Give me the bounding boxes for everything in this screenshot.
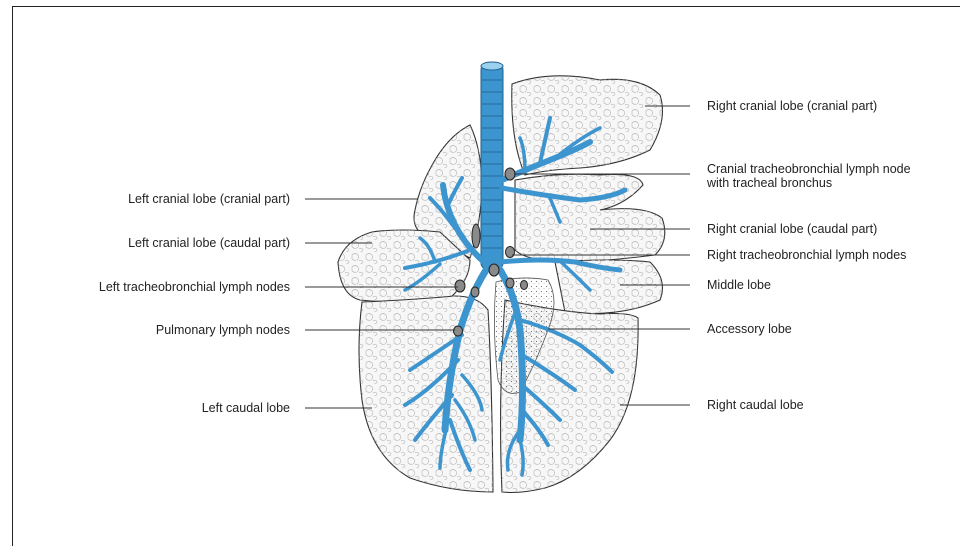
- trachea: [481, 62, 503, 269]
- left-caudal-lobe: [359, 296, 493, 492]
- labels-left: Left cranial lobe (cranial part) Left cr…: [99, 192, 290, 415]
- label-right-cranial-lobe-caudal-part: Right cranial lobe (caudal part): [707, 222, 877, 236]
- right-tracheobronchial-node-2: [506, 278, 514, 288]
- label-accessory-lobe: Accessory lobe: [707, 322, 792, 336]
- label-left-tracheobronchial-lymph-nodes: Left tracheobronchial lymph nodes: [99, 280, 290, 294]
- left-tracheobronchial-node-2: [471, 287, 479, 297]
- right-tracheobronchial-node-3: [521, 281, 528, 290]
- right-cranial-lobe-cranial-part: [512, 76, 663, 175]
- right-tracheobronchial-node: [506, 247, 515, 258]
- label-right-caudal-lobe: Right caudal lobe: [707, 398, 804, 412]
- left-tracheobronchial-node-1: [455, 280, 465, 292]
- bifurcation-node: [489, 264, 499, 276]
- label-cranial-tracheobronchial-line2: with tracheal bronchus: [706, 176, 832, 190]
- cranial-tracheobronchial-node: [505, 168, 515, 180]
- label-right-tracheobronchial-lymph-nodes: Right tracheobronchial lymph nodes: [707, 248, 906, 262]
- label-left-cranial-lobe-caudal-part: Left cranial lobe (caudal part): [128, 236, 290, 250]
- labels-right: Right cranial lobe (cranial part) Crania…: [706, 99, 911, 412]
- label-middle-lobe: Middle lobe: [707, 278, 771, 292]
- pulmonary-lymph-node: [454, 326, 463, 336]
- tracheal-node: [472, 224, 480, 248]
- label-right-cranial-lobe-cranial-part: Right cranial lobe (cranial part): [707, 99, 877, 113]
- right-cranial-lobe-caudal-part: [515, 174, 665, 262]
- label-left-cranial-lobe-cranial-part: Left cranial lobe (cranial part): [128, 192, 290, 206]
- label-cranial-tracheobronchial-line1: Cranial tracheobronchial lymph node: [707, 162, 911, 176]
- label-left-caudal-lobe: Left caudal lobe: [202, 401, 290, 415]
- label-pulmonary-lymph-nodes: Pulmonary lymph nodes: [156, 323, 290, 337]
